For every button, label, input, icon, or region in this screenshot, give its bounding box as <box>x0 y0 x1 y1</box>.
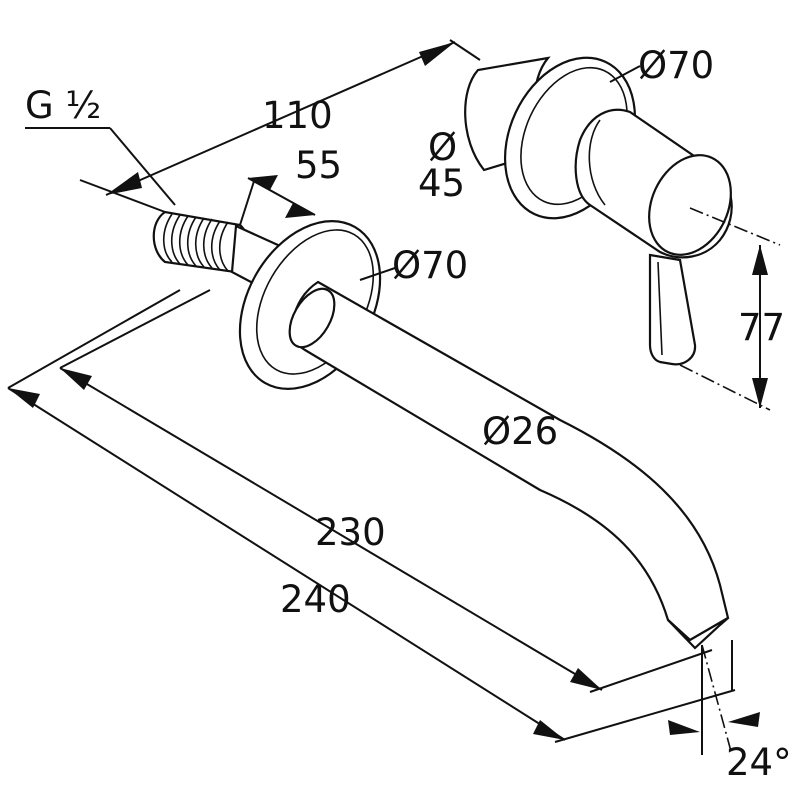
mixer-ring <box>588 119 606 206</box>
dia-body-value-label: 45 <box>418 162 465 205</box>
dimension-lines <box>7 39 781 756</box>
dia-body-symbol-label: Ø <box>428 126 457 169</box>
angle-label: 24° <box>726 741 792 784</box>
dim-55-label: 55 <box>295 144 342 187</box>
dia-rosette-spout-label: Ø70 <box>392 244 468 287</box>
mixer-unit <box>464 56 733 366</box>
spout-pipe-end <box>288 287 336 349</box>
mixer-lever <box>648 253 697 366</box>
mixer-cap <box>648 154 732 256</box>
thread-lines <box>162 213 229 272</box>
dim-77-label: 77 <box>738 306 785 349</box>
mixer-lever-edge <box>657 261 663 356</box>
dia-rosette-mixer-label: Ø70 <box>638 44 714 87</box>
dim-110-label: 110 <box>262 94 333 137</box>
dia-spout-label: Ø26 <box>482 410 558 453</box>
dimension-labels: G ½ 110 55 Ø70 Ø 45 Ø70 77 Ø26 230 240 2… <box>25 44 792 784</box>
spout-nozzle <box>667 617 729 650</box>
spout-unit <box>152 210 730 650</box>
thread-label: G ½ <box>25 84 101 127</box>
dim-230-label: 230 <box>315 511 386 554</box>
dim-240-label: 240 <box>280 578 351 621</box>
